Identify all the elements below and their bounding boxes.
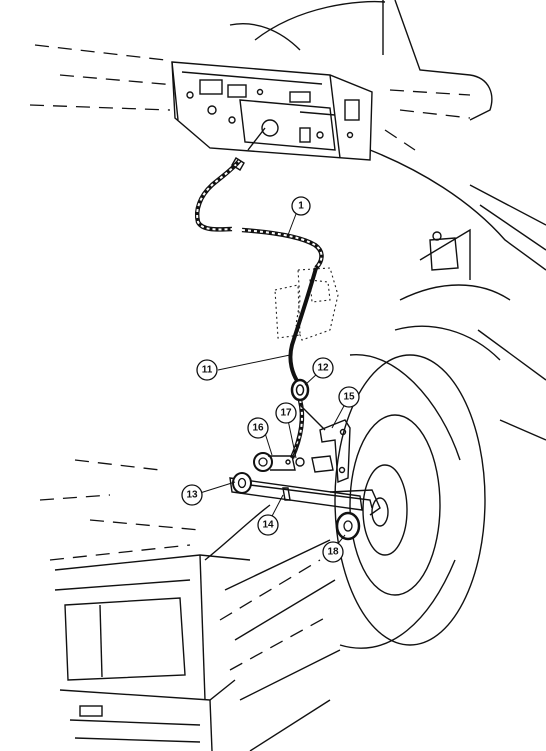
- callout-16-label: 16: [252, 423, 264, 434]
- callout-14: 14: [257, 514, 279, 536]
- callout-11: 11: [196, 359, 218, 381]
- callout-17: 17: [275, 402, 297, 424]
- callout-leaders: [199, 213, 346, 547]
- fender-body: [369, 149, 546, 441]
- callout-1: 1: [291, 196, 311, 216]
- callout-12-label: 12: [317, 363, 329, 374]
- callout-1-label: 1: [298, 201, 304, 212]
- callout-18-label: 18: [327, 547, 339, 558]
- callout-15-label: 15: [343, 392, 355, 403]
- speedometer-cable-upper: [194, 157, 324, 270]
- callout-11-label: 11: [202, 365, 213, 376]
- speedometer-cable-lower: [288, 267, 318, 459]
- dashboard-outline: [29, 0, 493, 151]
- firewall-bracket: [274, 267, 339, 341]
- drive-sender-assembly: [229, 439, 381, 541]
- instrument-cluster: [171, 61, 373, 161]
- callout-17-label: 17: [280, 408, 292, 419]
- front-body: [39, 459, 341, 751]
- callout-15: 15: [338, 386, 360, 408]
- callout-13-label: 13: [186, 490, 198, 501]
- bracket: [299, 404, 351, 484]
- callout-12: 12: [312, 357, 334, 379]
- callout-16: 16: [247, 417, 269, 439]
- callout-14-label: 14: [262, 520, 274, 531]
- callout-18: 18: [322, 541, 344, 563]
- callout-13: 13: [181, 484, 203, 506]
- wheel: [334, 354, 486, 649]
